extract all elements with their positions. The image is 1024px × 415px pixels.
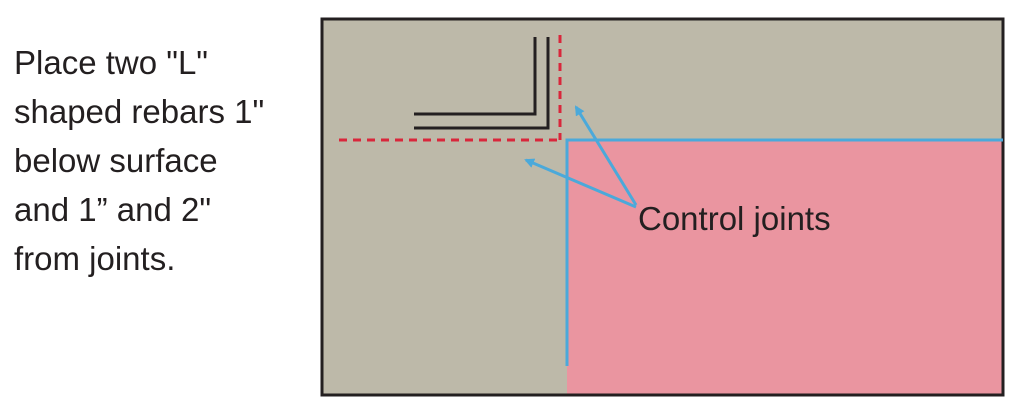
callout-arrow-upper [574, 105, 638, 206]
control-joints-label: Control joints [638, 200, 831, 237]
rebar-inner [414, 37, 537, 116]
instruction-line-3: below surface [14, 142, 218, 179]
instruction-line-1: Place two "L" [14, 44, 209, 81]
adjacent-slab [567, 140, 1003, 395]
slab-outline [320, 17, 1005, 397]
instruction-text: Place two "L" shaped rebars 1" below sur… [14, 38, 314, 283]
callout-arrow-lower [524, 158, 637, 209]
control-joint-line [565, 138, 1003, 366]
instruction-line-4: and 1” and 2" [14, 191, 212, 228]
instruction-line-5: from joints. [14, 240, 176, 277]
instruction-line-2: shaped rebars 1" [14, 93, 265, 130]
rebar-outer [414, 37, 550, 130]
